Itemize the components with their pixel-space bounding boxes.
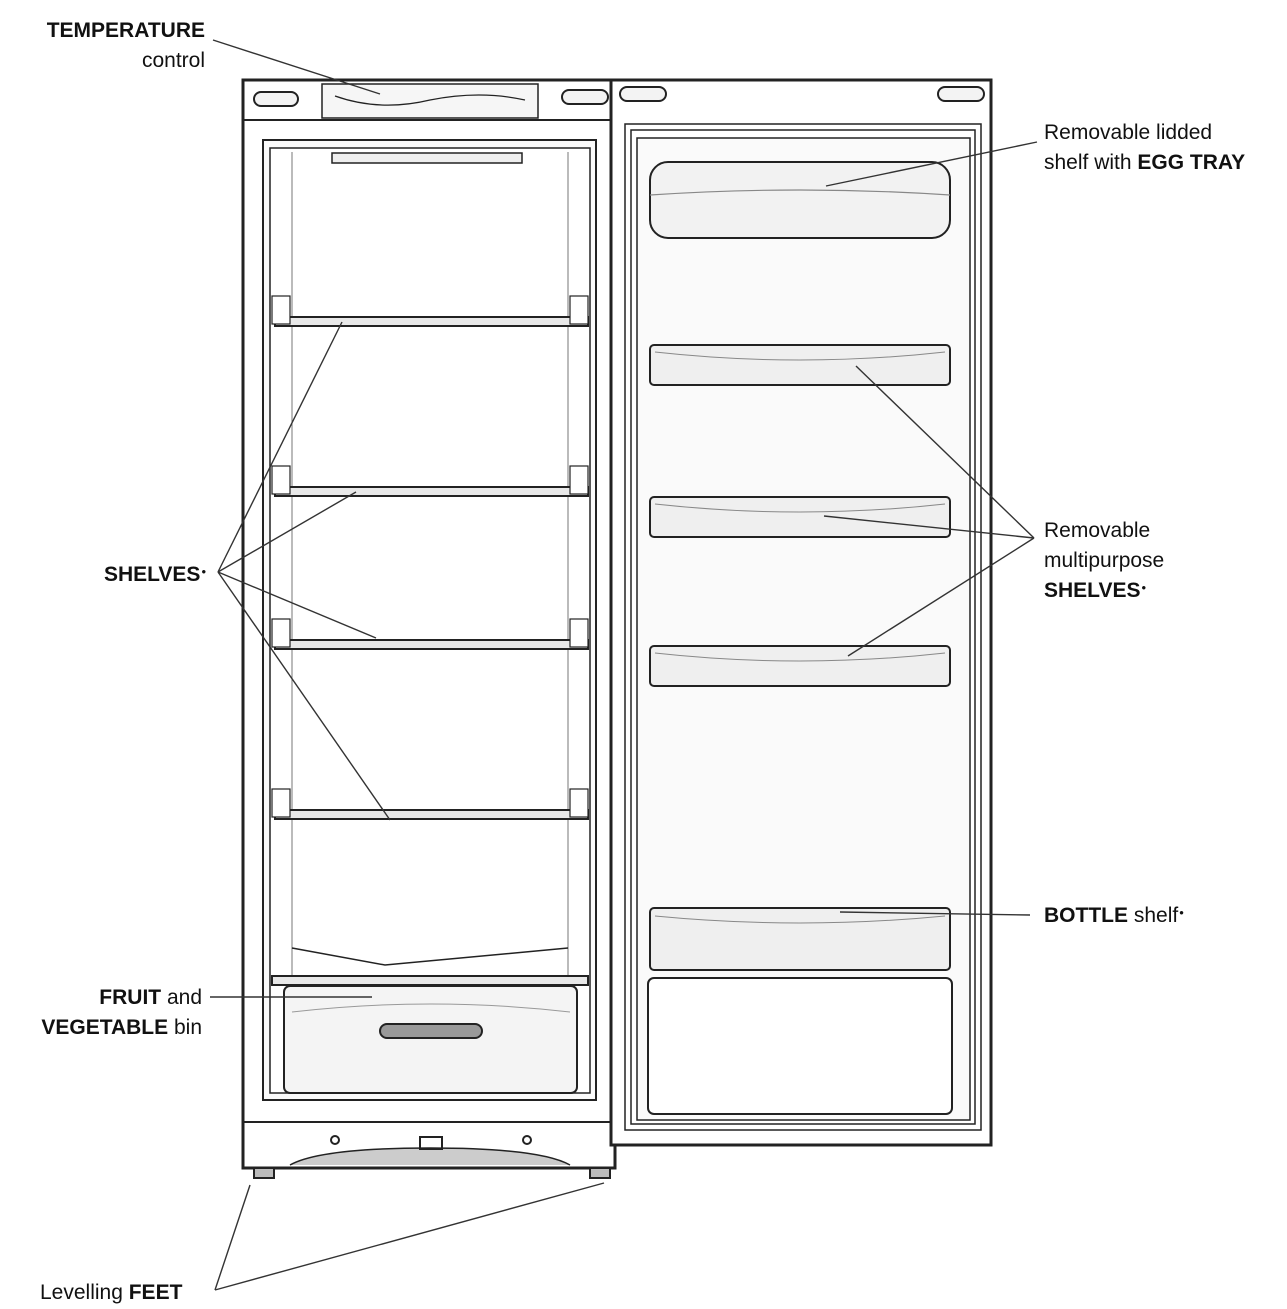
door-bottom-compartment <box>647 977 953 1115</box>
feet-strong: FEET <box>128 1281 183 1304</box>
temperature-control-label: TEMPERATURE control <box>0 16 205 76</box>
egg-tray-line2-pre: shelf with <box>1044 151 1138 174</box>
fruit-rest: and <box>161 986 202 1009</box>
door-shelves-line1: Removable <box>1044 519 1151 542</box>
egg-tray-strong: EGG TRAY <box>1137 151 1246 174</box>
leader-shelves-2 <box>217 491 357 573</box>
leader-feet-2 <box>214 1182 605 1291</box>
shelves-label: SHELVES• <box>0 560 206 590</box>
shelves-strong: SHELVES <box>103 563 201 586</box>
leader-door-shelves-1 <box>855 365 1035 539</box>
cabinet <box>241 78 617 1170</box>
levelling-feet-label: Levelling FEET <box>40 1278 182 1308</box>
shelves-bullet: • <box>201 564 206 579</box>
door-shelves-label: Removable multipurpose SHELVES• <box>1044 516 1164 606</box>
leader-door-shelves-3 <box>847 537 1035 657</box>
door-shelves-strong: SHELVES <box>1044 579 1141 602</box>
door-shelves-bullet: • <box>1141 580 1147 595</box>
fruit-strong: FRUIT <box>99 986 162 1009</box>
crisper-cover <box>291 947 569 966</box>
egg-tray-label: Removable lidded shelf with EGG TRAY <box>1044 118 1245 178</box>
egg-tray-line1: Removable lidded <box>1044 121 1213 144</box>
bottle-shelf-label: BOTTLE shelf• <box>1044 901 1184 931</box>
temperature-strong: TEMPERATURE <box>46 19 205 42</box>
fruit-vegetable-label: FRUIT and VEGETABLE bin <box>0 983 202 1043</box>
bottle-bullet: • <box>1179 905 1184 920</box>
crisper-shelf <box>271 975 589 986</box>
shelf <box>271 465 589 497</box>
leader-bottle <box>839 911 1031 916</box>
leader-egg-tray <box>825 141 1038 187</box>
door-shelf <box>649 496 951 538</box>
bottle-strong: BOTTLE <box>1044 904 1128 927</box>
foot-right <box>589 1167 611 1179</box>
leader-shelves-3 <box>217 571 377 639</box>
door-shelf <box>649 344 951 386</box>
bottle-rest: shelf <box>1128 904 1179 927</box>
leader-shelves-1 <box>217 321 343 573</box>
bottle-shelf <box>649 907 951 971</box>
vegetable-strong: VEGETABLE <box>41 1016 169 1039</box>
leader-feet-1 <box>214 1184 251 1291</box>
door-shelf <box>649 645 951 687</box>
vegetable-rest: bin <box>168 1016 202 1039</box>
leader-door-shelves-2 <box>823 515 1035 539</box>
foot-left <box>253 1167 275 1179</box>
shelf <box>271 788 589 820</box>
egg-tray-shelf <box>649 161 951 239</box>
fruit-vegetable-bin <box>283 985 578 1094</box>
leader-shelves-4 <box>217 571 391 821</box>
feet-pre: Levelling <box>40 1281 129 1304</box>
temperature-rest: control <box>141 49 205 72</box>
shelf <box>271 295 589 327</box>
shelf <box>271 618 589 650</box>
leader-temperature <box>212 39 381 95</box>
door-shelves-line2: multipurpose <box>1044 549 1165 572</box>
